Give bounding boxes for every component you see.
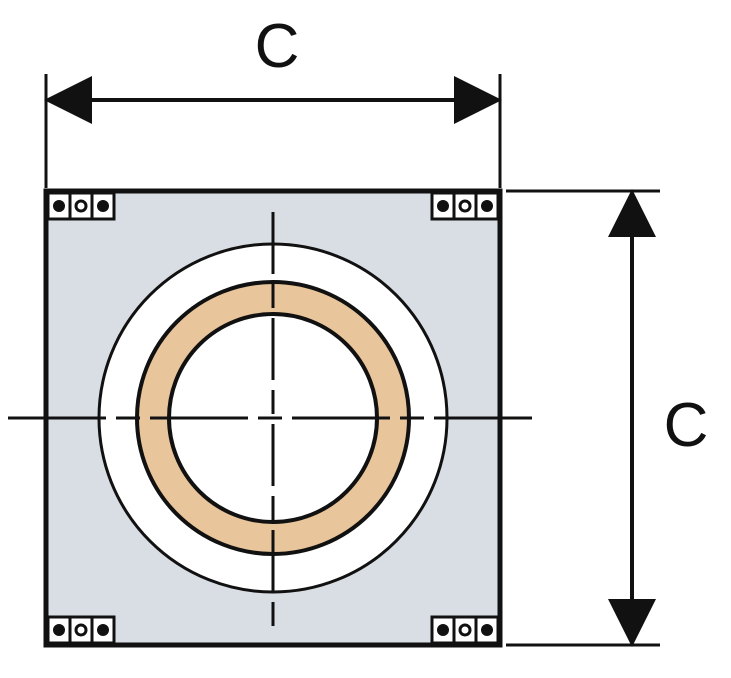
right-dimension-label: C xyxy=(664,391,709,460)
bottom-right-fixing-strip xyxy=(430,615,500,645)
top-right-fixing-strip xyxy=(430,191,500,221)
bottom-left-fixing-strip xyxy=(46,615,116,645)
top-dimension-label: C xyxy=(255,12,300,81)
top-left-fixing-strip xyxy=(46,191,116,221)
